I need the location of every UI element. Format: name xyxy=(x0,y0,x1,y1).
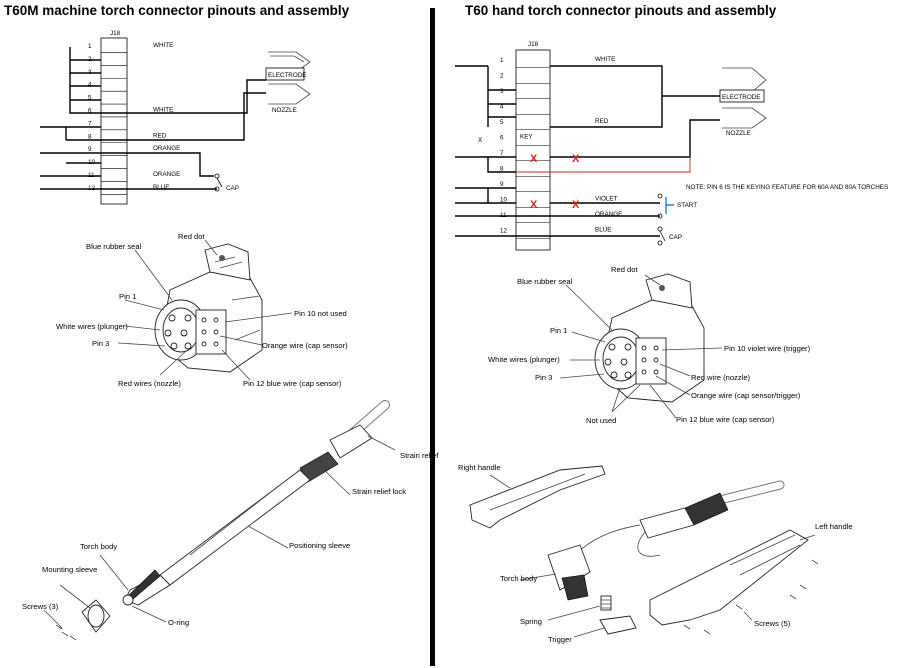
right-nozzle-label: NOZZLE xyxy=(726,130,751,137)
right-pin3-label: Pin 3 xyxy=(535,373,552,382)
left-strain-lock-label: Strain relief lock xyxy=(352,487,406,496)
wire-label: RED xyxy=(595,118,609,125)
right-electrode-label: ELECTRODE xyxy=(722,94,761,101)
right-key-x: X xyxy=(478,137,483,144)
right-red-jumper xyxy=(487,157,691,173)
left-connector-block xyxy=(100,37,128,205)
left-red-dot-label: Red dot xyxy=(178,232,205,241)
pin-number: 4 xyxy=(500,104,504,111)
wire-label: VIOLET xyxy=(595,196,618,203)
left-torch-body-label: Torch body xyxy=(80,542,117,551)
left-title: T60M machine torch connector pinouts and… xyxy=(4,3,350,18)
cross-mark: X xyxy=(572,199,580,211)
right-orange-label: Orange wire (cap sensor/trigger) xyxy=(691,391,801,400)
pin-number: 5 xyxy=(88,95,92,102)
pin-number: 1 xyxy=(500,57,504,64)
left-pin10-label: Pin 10 not used xyxy=(294,309,347,318)
right-seal-label: Blue rubber seal xyxy=(517,277,573,286)
right-pin1-label: Pin 1 xyxy=(550,326,567,335)
pin-number: 8 xyxy=(88,133,92,140)
pin-number: 4 xyxy=(88,82,92,89)
pin-number: 3 xyxy=(500,88,504,95)
start-switch-icon xyxy=(665,197,674,214)
wire-label: WHITE xyxy=(595,56,615,63)
right-note: NOTE: PIN 6 IS THE KEYING FEATURE FOR 60… xyxy=(686,184,888,191)
left-strain-relief-label: Strain relief xyxy=(400,451,439,460)
right-screws-label: Screws (5) xyxy=(754,619,791,628)
pin-number: 7 xyxy=(88,120,92,127)
right-spring-label: Spring xyxy=(520,617,542,626)
left-connector-label: J18 xyxy=(110,30,121,37)
pin-number: 6 xyxy=(88,108,92,115)
right-red-dot-label: Red dot xyxy=(611,265,638,274)
pin-number: 8 xyxy=(500,166,504,173)
pin-number: 5 xyxy=(500,119,504,126)
wire-label: WHITE xyxy=(153,42,173,49)
left-pin12-label: Pin 12 blue wire (cap sensor) xyxy=(243,379,342,388)
panel-divider xyxy=(430,8,435,666)
left-oring-label: O-ring xyxy=(168,618,189,627)
left-pin1-label: Pin 1 xyxy=(119,292,136,301)
right-electrode-box xyxy=(719,89,765,103)
wire-label: RED xyxy=(153,132,167,139)
pin-number: 9 xyxy=(88,146,92,153)
left-red-label: Red wires (nozzle) xyxy=(118,379,181,388)
left-nozzle-label: NOZZLE xyxy=(272,107,297,114)
left-machine-torch-drawing xyxy=(43,400,396,641)
left-orange-label: Orange wire (cap sensor) xyxy=(262,341,348,350)
right-white-label: White wires (plunger) xyxy=(488,355,560,364)
right-title: T60 hand torch connector pinouts and ass… xyxy=(465,3,777,18)
right-plug-drawing xyxy=(559,273,723,419)
left-cap-label: CAP xyxy=(226,185,239,192)
wire-label: BLUE xyxy=(153,184,169,191)
left-electrode-box xyxy=(265,67,305,81)
left-seal-label: Blue rubber seal xyxy=(86,242,142,251)
right-red-label: Red wire (nozzle) xyxy=(691,373,751,382)
cross-mark: X xyxy=(530,199,538,211)
pin-number: 7 xyxy=(500,150,504,157)
wire-label: ORANGE xyxy=(153,171,180,178)
wire-label: KEY xyxy=(520,134,533,141)
wire-label: ORANGE xyxy=(595,211,622,218)
pin-number: 12 xyxy=(500,228,508,235)
pin-number: 9 xyxy=(500,181,504,188)
pin-number: 2 xyxy=(500,73,504,80)
right-not-used-label: Not used xyxy=(586,416,616,425)
left-pin3-label: Pin 3 xyxy=(92,339,109,348)
right-hand-torch-drawing xyxy=(469,465,819,638)
cross-mark: X xyxy=(572,153,580,165)
wire-label: BLUE xyxy=(595,227,611,234)
pin-number: 1 xyxy=(88,43,92,50)
left-mounting-sleeve-label: Mounting sleeve xyxy=(42,565,97,574)
right-torch-body-label: Torch body xyxy=(500,574,537,583)
right-pin12-label: Pin 12 blue wire (cap sensor) xyxy=(676,415,775,424)
wire-label: WHITE xyxy=(153,107,173,114)
cross-mark: X xyxy=(530,153,538,165)
right-connector-block xyxy=(515,49,551,251)
left-positioning-sleeve-label: Positioning sleeve xyxy=(289,541,350,550)
right-start-label: START xyxy=(677,202,697,209)
pin-number: 10 xyxy=(500,197,508,204)
right-right-handle-label: Right handle xyxy=(458,463,501,472)
right-left-handle-label: Left handle xyxy=(815,522,853,531)
left-electrode-label: ELECTRODE xyxy=(268,72,307,79)
left-screws-label: Screws (3) xyxy=(22,602,59,611)
right-pin10-label: Pin 10 violet wire (trigger) xyxy=(724,344,811,353)
left-plug-drawing xyxy=(117,239,293,381)
pin-number: 6 xyxy=(500,135,504,142)
right-cap-label: CAP xyxy=(669,234,682,241)
right-trigger-label: Trigger xyxy=(548,635,572,644)
right-connector-label: J18 xyxy=(528,41,539,48)
wire-label: ORANGE xyxy=(153,145,180,152)
left-white-label: White wires (plunger) xyxy=(56,322,128,331)
